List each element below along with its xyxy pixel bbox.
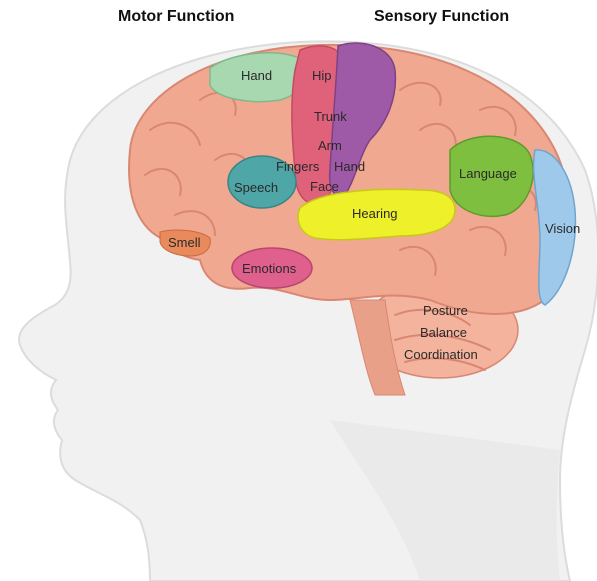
arm-label: Arm xyxy=(318,138,342,153)
hand-sensory-label: Hand xyxy=(334,159,365,174)
fingers-label: Fingers xyxy=(276,159,320,174)
balance-label: Balance xyxy=(420,325,467,340)
face-label: Face xyxy=(310,179,339,194)
vision-label: Vision xyxy=(545,221,580,236)
speech-label: Speech xyxy=(234,180,278,195)
coordination-label: Coordination xyxy=(404,347,478,362)
language-label: Language xyxy=(459,166,517,181)
smell-label: Smell xyxy=(168,235,201,250)
hand-motor-label: Hand xyxy=(241,68,272,83)
emotions-label: Emotions xyxy=(242,261,297,276)
trunk-label: Trunk xyxy=(314,109,347,124)
posture-label: Posture xyxy=(423,303,468,318)
hip-label: Hip xyxy=(312,68,332,83)
hearing-label: Hearing xyxy=(352,206,398,221)
